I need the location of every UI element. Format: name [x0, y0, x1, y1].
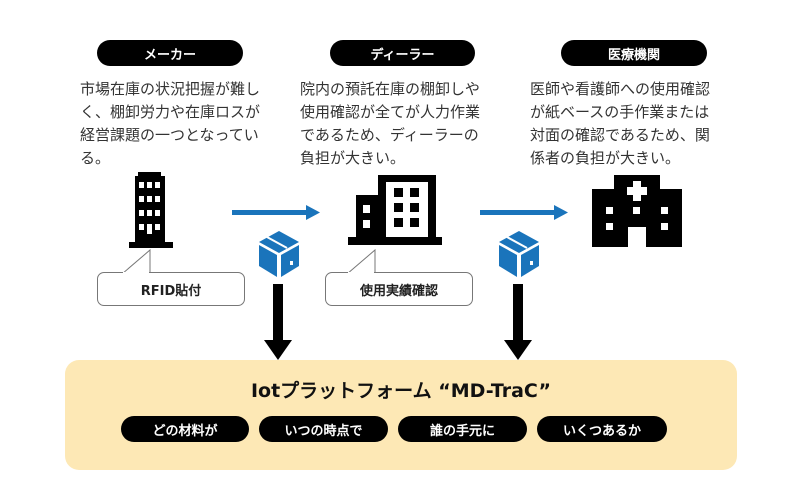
actor-label-hospital: 医療機関: [561, 40, 707, 66]
callout-rfid: RFID貼付: [97, 272, 245, 306]
actor-label-dealer: ディーラー: [330, 40, 475, 66]
platform-title: Iotプラットフォーム “MD-TraC”: [250, 380, 552, 402]
feature-pill: 誰の手元に: [398, 416, 527, 442]
maker-description: 市場在庫の状況把握が難しく、棚卸労力や在庫ロスが経営課題の一つとなっている。: [80, 80, 261, 167]
callout-tail-cover: [123, 272, 149, 276]
callout-usage-check: 使用実績確認: [325, 272, 473, 306]
feature-pill: どの材料が: [121, 416, 249, 442]
down-arrow: [504, 284, 532, 360]
hospital-description: 医師や看護師への使用確認が紙ベースの手作業または対面の確認であるため、関係者の負…: [530, 80, 711, 167]
package-box-icon: [259, 231, 299, 277]
callout-tail: [121, 248, 151, 274]
iot-platform-panel: Iotプラットフォーム “MD-TraC”: [65, 360, 737, 470]
down-arrow: [264, 284, 292, 360]
package-box-icon: [499, 231, 539, 277]
callout-tail: [346, 248, 376, 274]
dealer-description: 院内の預託在庫の棚卸しや使用確認が全てが人力作業であるため、ディーラーの負担が大…: [300, 80, 481, 167]
office-building-icon: [129, 172, 173, 248]
hospital-icon: [592, 175, 682, 247]
feature-pill: いくつあるか: [537, 416, 667, 442]
flow-arrow-dealer-to-hospital: [480, 205, 568, 220]
feature-pill: いつの時点で: [259, 416, 388, 442]
actor-label-maker: メーカー: [97, 40, 243, 66]
flow-arrow-maker-to-dealer: [232, 205, 320, 220]
callout-tail-cover: [348, 272, 374, 276]
company-building-icon: [348, 175, 442, 245]
